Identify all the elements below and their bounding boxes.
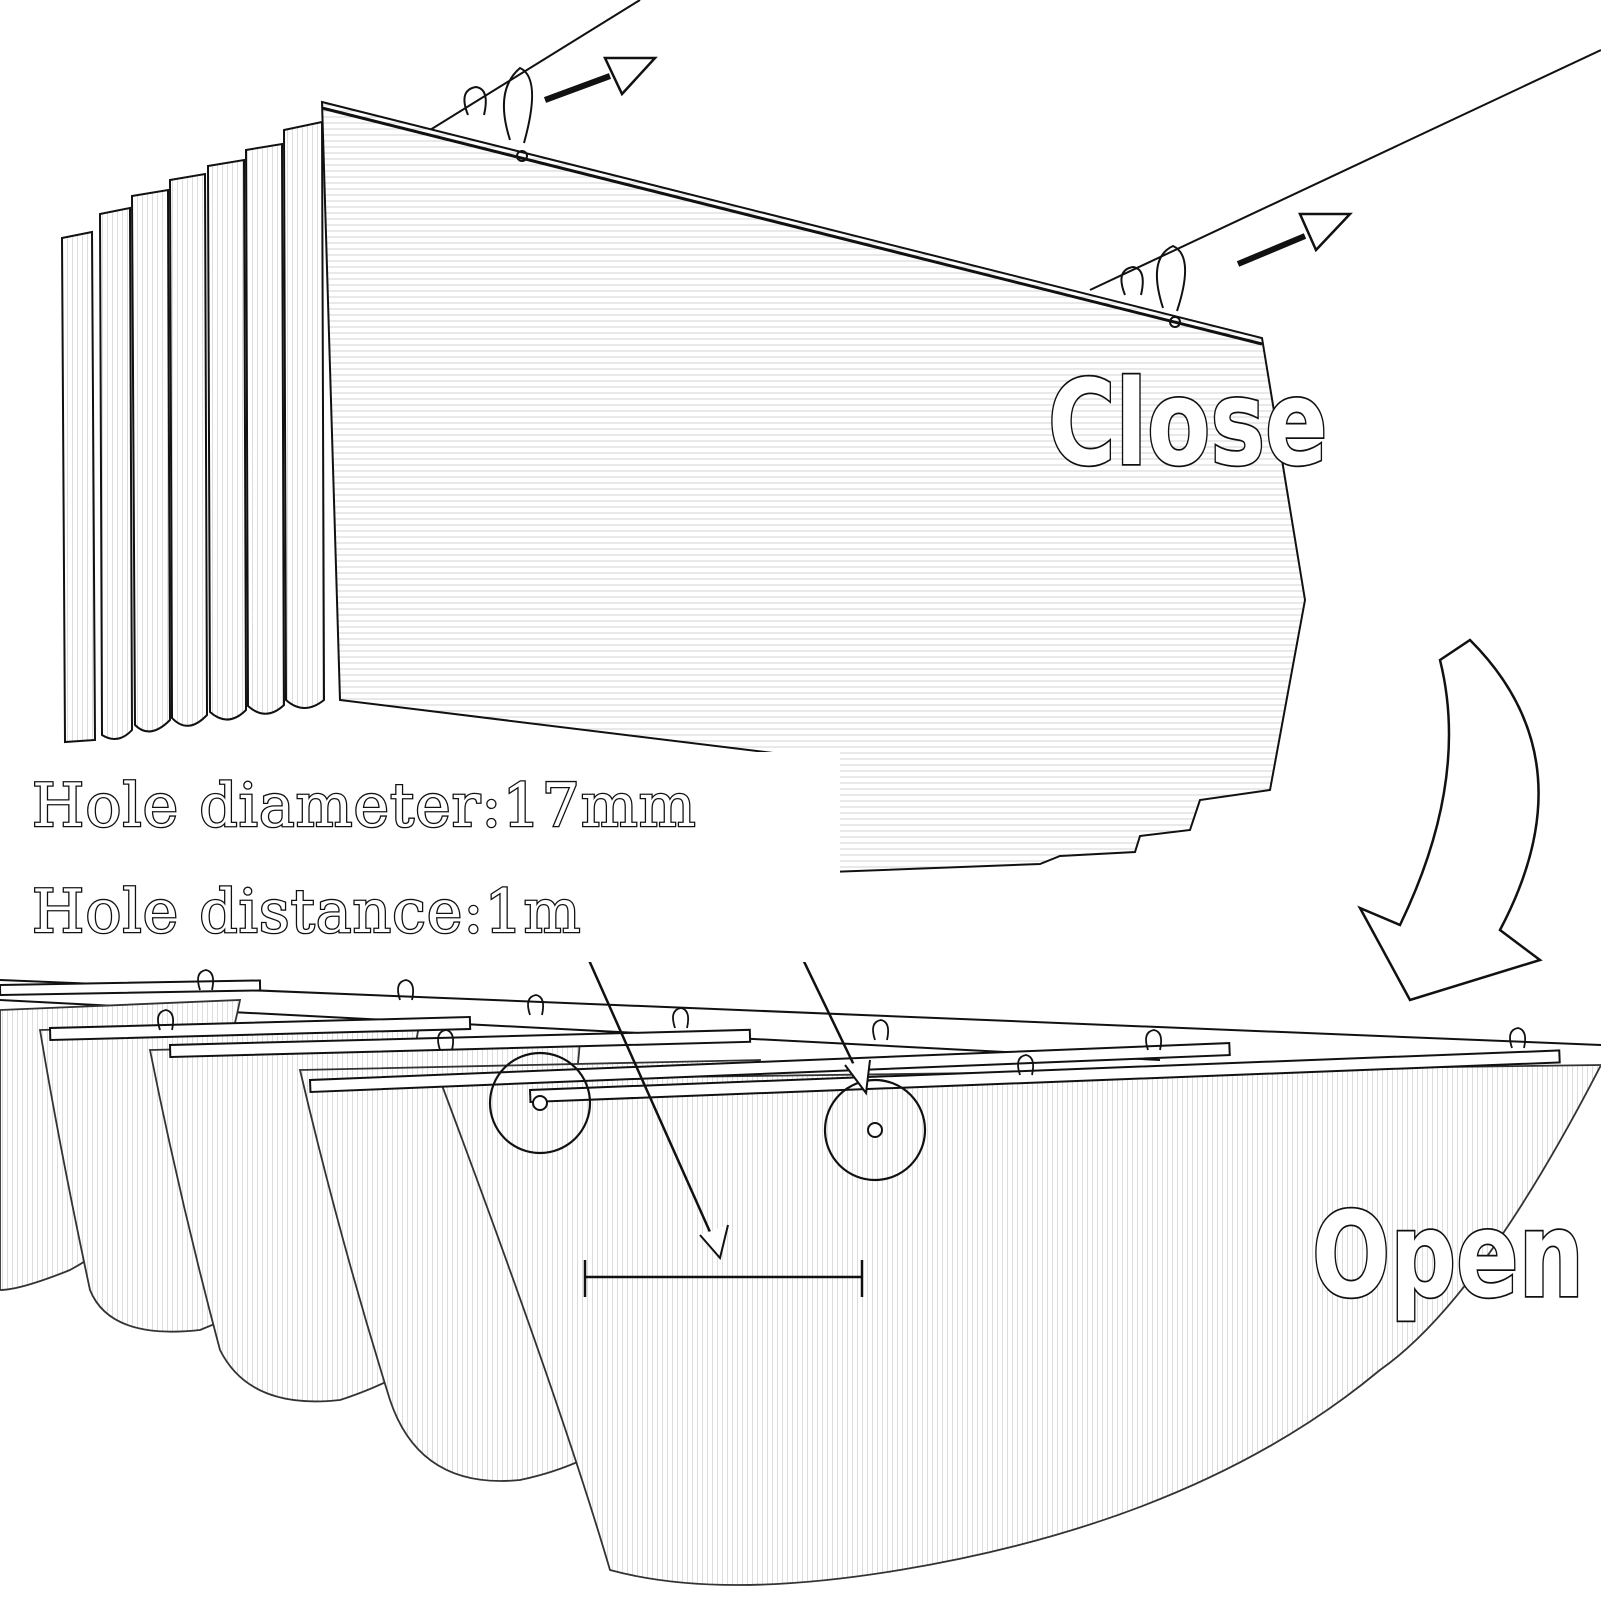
hook-icon — [463, 66, 533, 162]
open-rails — [0, 979, 1561, 1104]
grommet-hole — [867, 1122, 883, 1138]
arrow-up-right-icon — [543, 56, 658, 103]
hole-callout-circle — [488, 1051, 592, 1155]
rail-hooks — [157, 969, 1527, 1076]
guide-wire-right — [1089, 49, 1601, 291]
hole-diameter-label: Hole diameter:17mm — [31, 770, 697, 843]
fabric-swags — [0, 999, 1601, 1586]
closed-top-rail — [321, 106, 1263, 346]
hook-icon — [1120, 244, 1187, 328]
hole-distance-label: Hole distance:1m — [31, 876, 582, 949]
folded-panels — [60, 120, 326, 744]
close-state-label: Close — [1047, 354, 1329, 492]
grommet-hole — [532, 1095, 548, 1111]
curved-arrow-down-icon — [1357, 638, 1543, 1002]
open-shade-group — [0, 969, 1601, 1586]
closed-shade-group — [60, 0, 1601, 874]
open-wire-back — [0, 979, 1601, 1046]
arrow-up-right-icon — [1236, 212, 1353, 267]
hole-callout-circle — [823, 1078, 927, 1182]
spec-label-box — [0, 752, 840, 962]
open-state-label: Open — [1311, 1186, 1586, 1324]
distance-dimension — [583, 1260, 864, 1297]
